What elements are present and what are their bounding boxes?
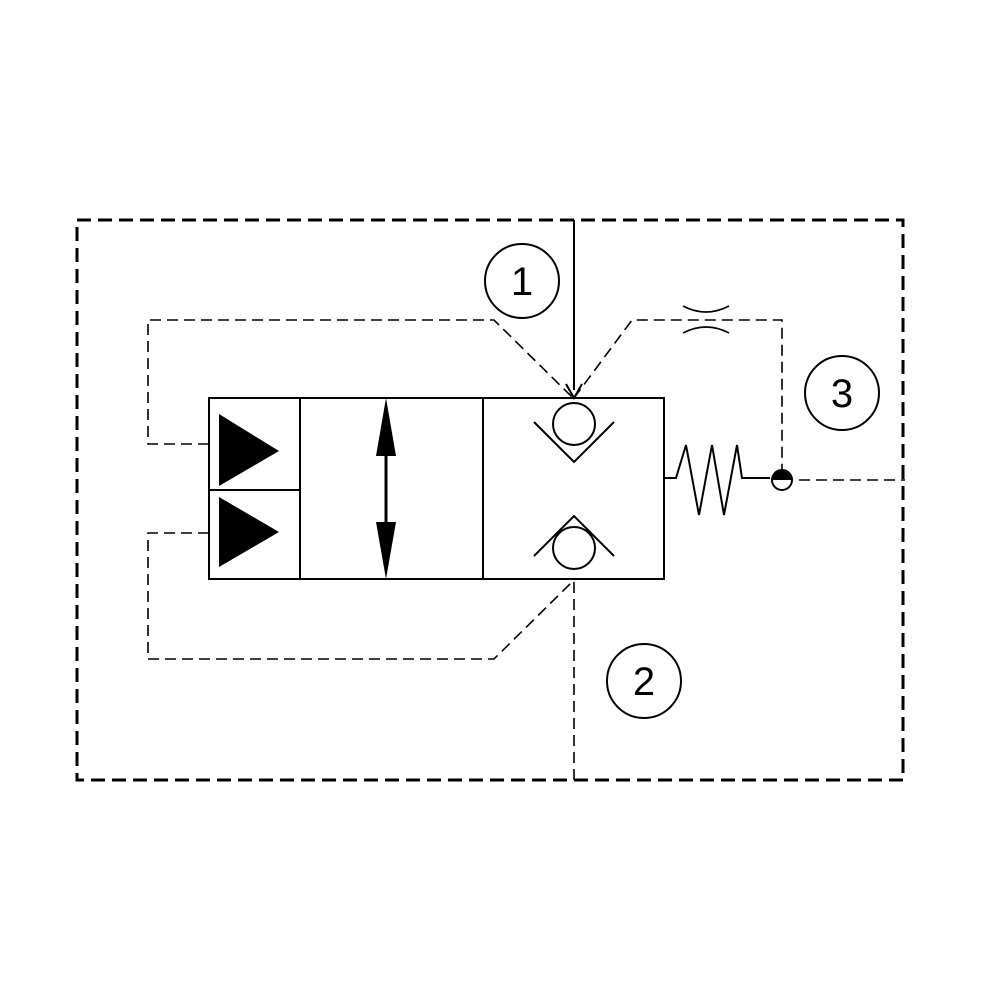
valve-body bbox=[208, 397, 665, 580]
pilot-actuators bbox=[219, 414, 279, 567]
port-label-3: 3 bbox=[804, 355, 880, 431]
port-label-2: 2 bbox=[606, 643, 682, 719]
pilot-connection-icon bbox=[771, 469, 793, 491]
check-valve-upper-icon bbox=[533, 402, 615, 464]
port-1-line bbox=[565, 220, 583, 401]
pilot-triangle-lower-icon bbox=[219, 497, 279, 567]
spring-icon bbox=[664, 444, 770, 516]
double-arrow-icon bbox=[376, 398, 396, 579]
svg-text:2: 2 bbox=[633, 660, 655, 704]
valve-housing-outline bbox=[75, 218, 905, 782]
pilot-line-lower bbox=[147, 532, 573, 660]
pilot-triangle-upper-icon bbox=[219, 414, 279, 486]
port-label-1: 1 bbox=[484, 243, 560, 319]
orifice-icon bbox=[682, 305, 730, 334]
check-valves bbox=[533, 402, 615, 570]
pilot-line-spring-side bbox=[573, 319, 783, 480]
pilot-lines bbox=[147, 319, 905, 780]
svg-text:1: 1 bbox=[511, 260, 533, 304]
check-valve-lower-icon bbox=[533, 514, 615, 570]
svg-text:3: 3 bbox=[831, 372, 853, 416]
pilot-line-upper bbox=[147, 319, 573, 445]
